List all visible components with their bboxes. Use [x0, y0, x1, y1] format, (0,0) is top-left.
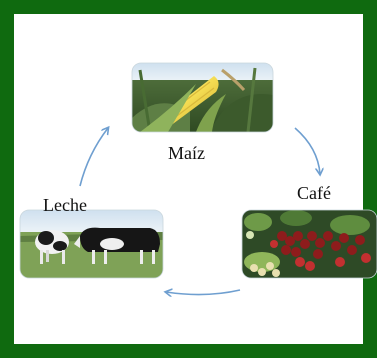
node-label-maiz: Maíz — [168, 143, 205, 163]
arrow-cafe-to-leche — [166, 290, 241, 295]
coffee-image — [242, 210, 377, 278]
node-label-leche: Leche — [43, 195, 87, 215]
node-label-cafe: Café — [297, 183, 331, 203]
arrow-leche-to-maiz — [79, 128, 108, 187]
corn-image — [132, 63, 273, 132]
arrow-maiz-to-cafe — [294, 127, 320, 174]
cows-image — [20, 210, 163, 278]
